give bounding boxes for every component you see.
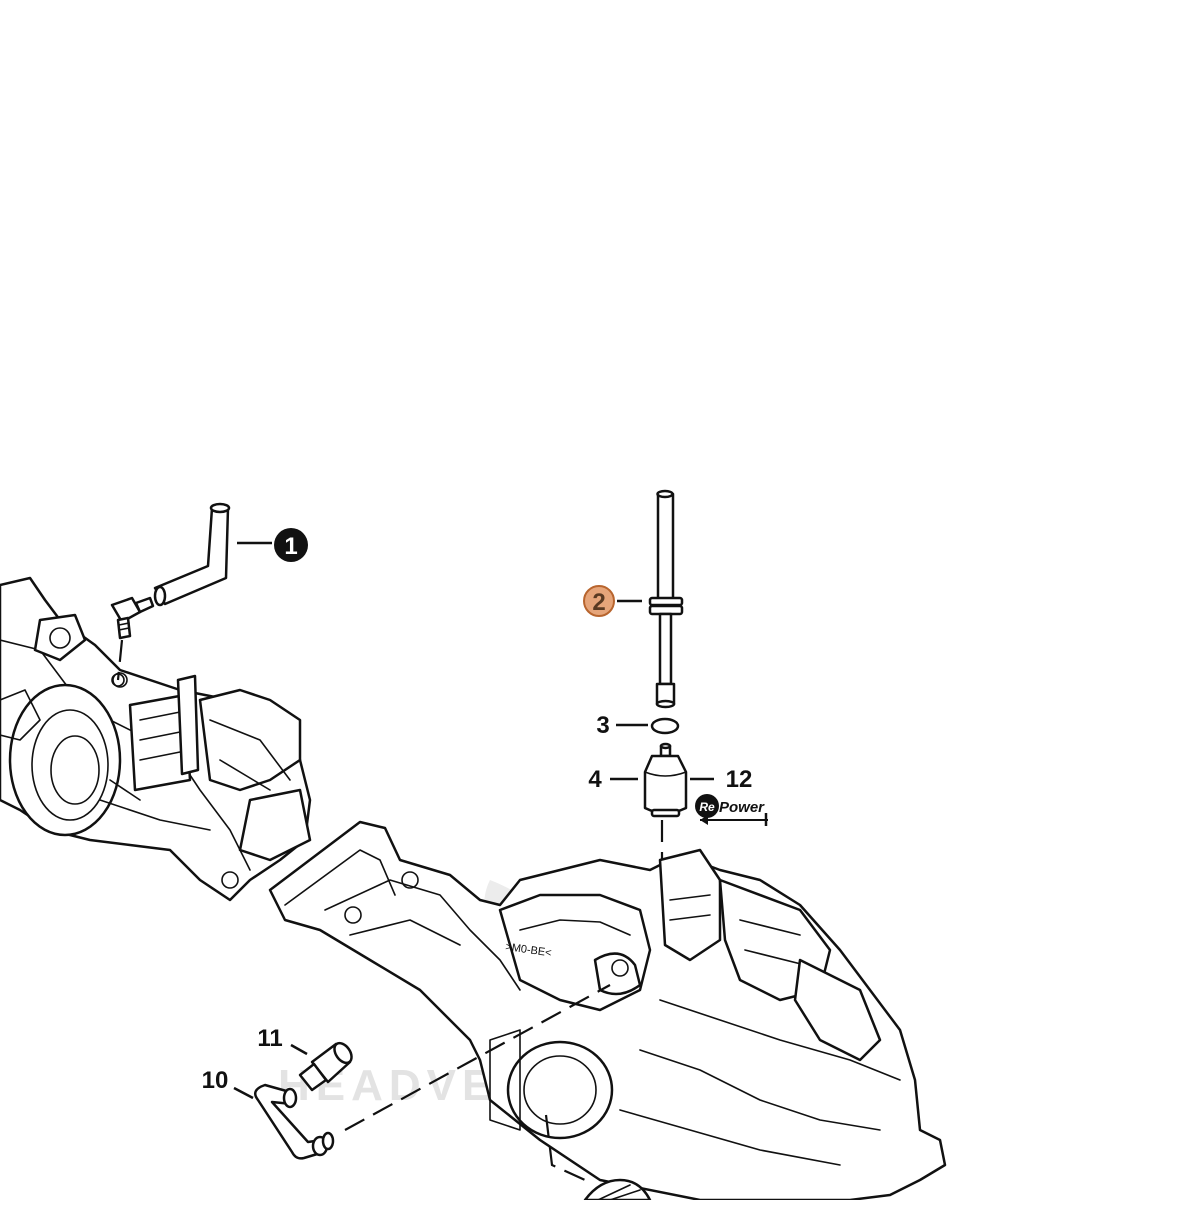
part-2-pickup-tube bbox=[648, 489, 684, 709]
repower-badge: Re Power bbox=[695, 794, 768, 826]
repower-circle-icon bbox=[695, 794, 719, 818]
callout-2-label: 2 bbox=[592, 589, 605, 616]
callout-11[interactable]: 11 bbox=[257, 1025, 308, 1056]
callout-11-label: 11 bbox=[257, 1025, 282, 1052]
assembly-line-oil-line bbox=[344, 984, 611, 1131]
bottom-partial-icon bbox=[583, 1178, 652, 1202]
part-10-oil-line bbox=[253, 1083, 335, 1160]
callout-4[interactable]: 4 bbox=[588, 766, 638, 793]
repower-power: Power bbox=[719, 799, 765, 816]
callout-12[interactable]: 12 bbox=[690, 766, 752, 793]
callout-2-highlighted[interactable]: 2 bbox=[583, 585, 642, 617]
assembly-line-lower bbox=[544, 1114, 586, 1182]
callout-12-label: 12 bbox=[726, 766, 753, 793]
callout-10-label: 10 bbox=[202, 1067, 229, 1094]
callout-1[interactable]: 1 bbox=[237, 528, 308, 562]
part-3-o-ring bbox=[650, 717, 680, 735]
part-1-oil-hose bbox=[153, 502, 231, 607]
elbow-fitting bbox=[110, 596, 155, 687]
callout-3[interactable]: 3 bbox=[596, 712, 648, 739]
part-4-oil-strainer bbox=[643, 742, 688, 818]
part-11-fitting bbox=[298, 1041, 353, 1092]
callout-1-label: 1 bbox=[284, 533, 297, 560]
callout-3-label: 3 bbox=[596, 712, 609, 739]
repower-re: Re bbox=[699, 800, 715, 814]
callout-2-highlight-circle bbox=[583, 585, 615, 617]
callout-10[interactable]: 10 bbox=[202, 1067, 254, 1100]
callout-4-label: 4 bbox=[588, 766, 602, 793]
oil-tank-housing: >M0-BE< bbox=[268, 820, 947, 1202]
crankcase-housing bbox=[0, 576, 312, 902]
